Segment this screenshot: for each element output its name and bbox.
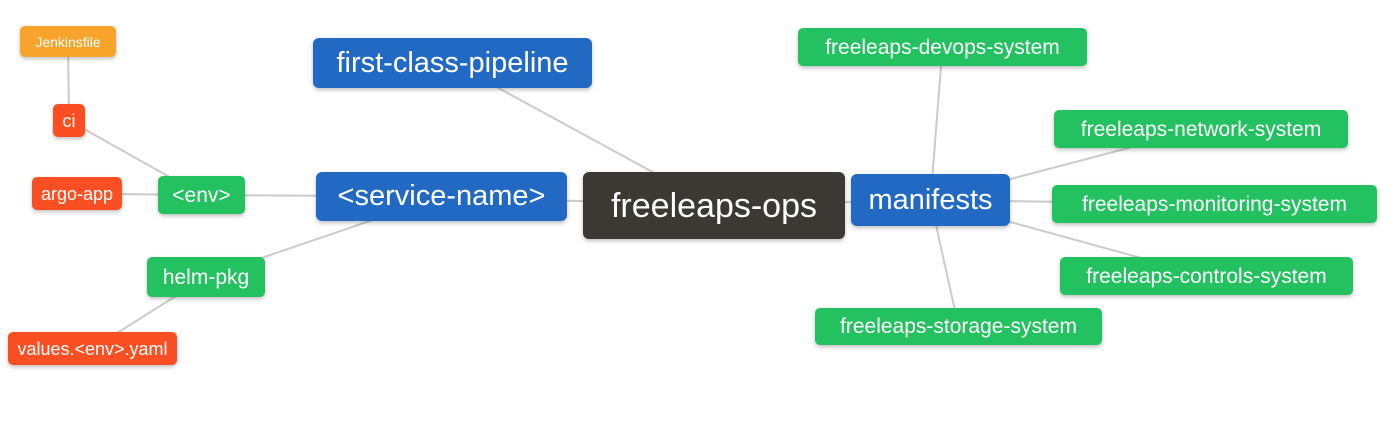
node-freeleaps-controls-system[interactable]: freeleaps-controls-system <box>1060 257 1353 295</box>
node-freeleaps-network-system[interactable]: freeleaps-network-system <box>1054 110 1348 148</box>
node-manifests[interactable]: manifests <box>851 174 1010 226</box>
node-helm-pkg[interactable]: helm-pkg <box>147 257 265 297</box>
node-values-env-yaml[interactable]: values.<env>.yaml <box>8 332 177 365</box>
node-first-class-pipeline[interactable]: first-class-pipeline <box>313 38 592 88</box>
node-argo-app[interactable]: argo-app <box>32 177 122 210</box>
node-freeleaps-storage-system[interactable]: freeleaps-storage-system <box>815 308 1102 345</box>
node-ci[interactable]: ci <box>53 104 85 137</box>
node-freeleaps-monitoring-system[interactable]: freeleaps-monitoring-system <box>1052 185 1377 223</box>
node-freeleaps-devops-system[interactable]: freeleaps-devops-system <box>798 28 1087 66</box>
node-freeleaps-ops[interactable]: freeleaps-ops <box>583 172 845 239</box>
node-service-name[interactable]: <service-name> <box>316 172 567 221</box>
node-jenkinsfile[interactable]: Jenkinsfile <box>20 26 116 57</box>
node-env[interactable]: <env> <box>158 176 245 214</box>
